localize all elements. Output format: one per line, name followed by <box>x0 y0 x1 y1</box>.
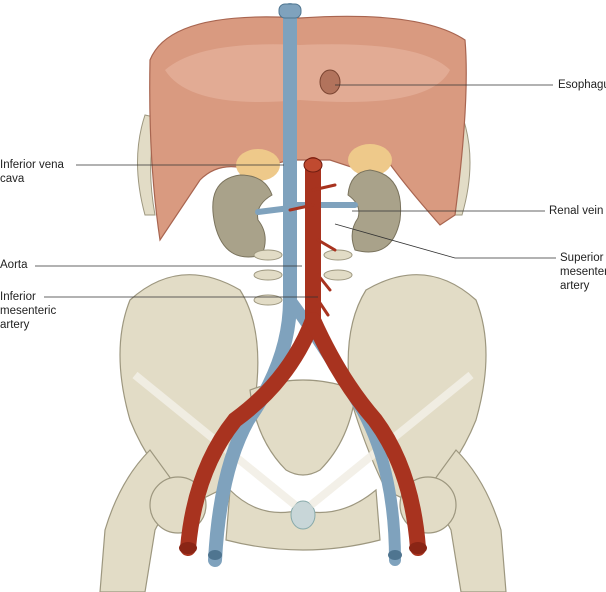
label-line: Superior <box>560 252 604 264</box>
aorta <box>180 157 426 556</box>
label-line: Inferior vena <box>0 159 64 171</box>
esophagus-opening <box>319 69 341 95</box>
leader-lines <box>35 84 556 298</box>
pubic-symphysis <box>290 500 316 530</box>
label-line: Inferior <box>0 291 36 303</box>
pelvis <box>99 274 507 592</box>
label-line: artery <box>560 280 590 292</box>
label-esophagus: Esophagus <box>558 79 606 91</box>
label-line: artery <box>0 319 30 331</box>
label-line: mesenteric <box>0 305 57 317</box>
left-kidney <box>212 174 273 258</box>
label-superior-mesenteric-artery: Superior mesenteric artery <box>560 251 606 293</box>
right-adrenal <box>348 144 392 176</box>
label-inferior-vena-cava: Inferior vena cava <box>0 158 64 186</box>
label-renal-vein: Renal vein <box>549 205 604 217</box>
label-inferior-mesenteric-artery: Inferior mesenteric artery <box>0 290 56 332</box>
label-line: cava <box>0 173 25 185</box>
label-aorta: Aorta <box>0 259 28 271</box>
vertebrae <box>253 249 353 306</box>
label-line: mesenteric <box>560 266 606 278</box>
